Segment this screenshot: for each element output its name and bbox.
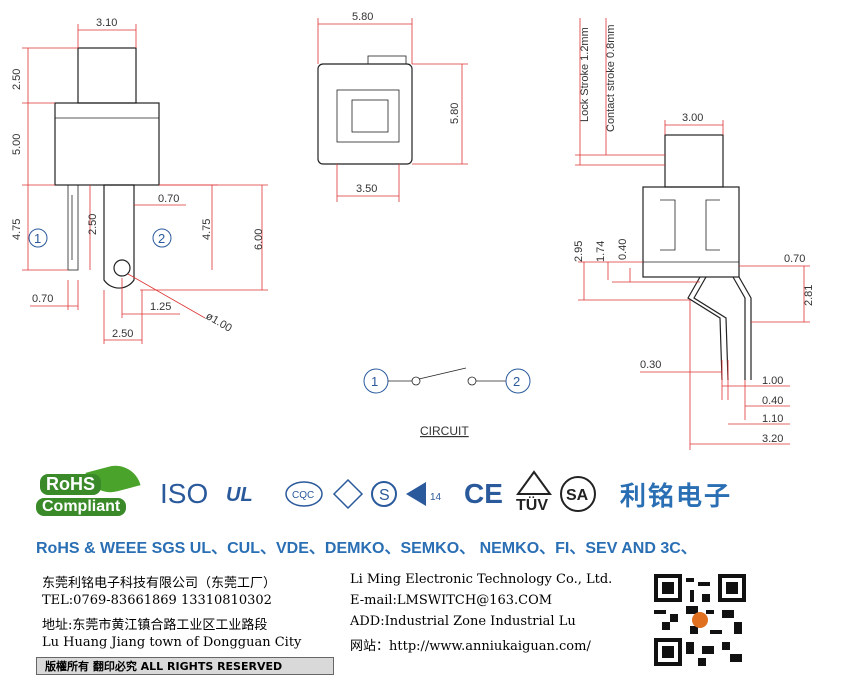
pin-1-label: 1 [34, 231, 41, 246]
dim-040: 0.40 [617, 239, 629, 260]
dim-hole-dia: ø1.00 [204, 310, 234, 334]
ul-logo: UL [226, 484, 253, 506]
dim-pin-h: 2.50 [87, 214, 99, 235]
dim-pin-w: 0.70 [158, 193, 179, 205]
compliant-text: Compliant [36, 498, 127, 516]
dim-pin-gap: 0.70 [32, 293, 53, 305]
dim-top-height: 5.80 [449, 103, 461, 124]
circuit-pin-2-label: 2 [513, 374, 520, 389]
switch-lever [418, 367, 467, 380]
dim-right-h: 4.75 [201, 219, 213, 240]
top-view: 5.80 5.80 3.50 [317, 11, 468, 202]
dim-total-h: 6.00 [253, 229, 265, 250]
circuit-pin-1-label: 1 [371, 374, 378, 389]
csa-icon: SA [560, 476, 596, 512]
dim-h2: 5.00 [11, 134, 23, 155]
lead-bent [687, 276, 723, 381]
certification-logos: RoHS Compliant ISO UL CQC S 14 CE TÜV SA… [30, 456, 830, 526]
top-window [336, 89, 400, 143]
company-addr-en1: ADD:Industrial Zone Industrial Lu [350, 614, 576, 629]
company-web: 网站：http://www.anniukaiguan.com/ [350, 639, 591, 654]
technical-drawing: 3.10 2.50 5.00 4.75 2.50 0.70 4.75 6.00 … [11, 11, 815, 450]
pin-1 [67, 184, 79, 271]
dim-inner-width: 3.50 [356, 183, 377, 195]
dim-pin-span: 2.50 [112, 328, 133, 340]
svg-text:S: S [379, 487, 390, 504]
tuv-icon: TÜV [516, 470, 552, 514]
vde-icon [332, 478, 364, 510]
dim-070: 0.70 [784, 253, 805, 265]
s-mark-icon: S [371, 481, 397, 507]
dim-110: 1.10 [762, 413, 783, 425]
svg-text:CQC: CQC [292, 490, 314, 501]
company-addr-cn: 地址:东莞市黄江镇合路工业区工业路段 [42, 618, 268, 633]
dim-h3: 4.75 [11, 219, 23, 240]
right-actuator [664, 134, 724, 188]
actuator [77, 47, 137, 104]
side-view-right: Lock Stroke 1.2mm Contact stroke 0.8mm 3… [573, 18, 815, 450]
company-addr-en2: Lu Huang Jiang town of Dongguan City [42, 635, 302, 650]
rohs-logo: RoHS Compliant [36, 459, 158, 520]
dim-actuator-w: 3.00 [682, 112, 703, 124]
svg-text:TÜV: TÜV [516, 495, 548, 514]
rohs-text: RoHS [40, 474, 101, 495]
svg-text:SA: SA [566, 487, 589, 504]
dim-top-width: 3.10 [96, 17, 117, 29]
right-body [642, 186, 740, 278]
company-tel: TEL:0769-83661869 13310810302 [42, 593, 272, 608]
mount-hole [113, 259, 131, 277]
dim-100: 1.00 [762, 375, 783, 387]
body [54, 102, 160, 186]
brand-name: 利铭电子 [620, 482, 733, 512]
iso-logo: ISO [160, 478, 209, 509]
circuit-label: CIRCUIT [420, 424, 469, 438]
dim-030: 0.30 [640, 359, 661, 371]
dim-040b: 0.40 [762, 395, 783, 407]
company-name-en: Li Ming Electronic Technology Co., Ltd. [350, 572, 613, 587]
demko-icon: 14 [406, 482, 442, 506]
qr-code-icon [654, 574, 746, 666]
contact-stroke: Contact stroke 0.8mm [605, 24, 617, 132]
dim-295: 2.95 [573, 241, 585, 262]
standards-line: RoHS & WEEE SGS UL、CUL、VDE、DEMKO、SEMKO、 … [36, 540, 697, 557]
top-body [317, 63, 413, 165]
cqc-icon: CQC [285, 481, 323, 507]
dim-320: 3.20 [762, 433, 783, 445]
dim-174: 1.74 [595, 241, 607, 262]
pin-2-label: 2 [158, 231, 165, 246]
dim-top-width: 5.80 [352, 11, 373, 23]
lock-stroke: Lock Stroke 1.2mm [579, 27, 591, 122]
pin-2-marker [152, 228, 172, 248]
circuit-pin-2 [505, 368, 531, 394]
circuit-diagram: 1 2 CIRCUIT [363, 367, 531, 438]
dim-hole-pos: 1.25 [150, 301, 171, 313]
company-email: E-mail:LMSWITCH@163.COM [350, 593, 553, 608]
ce-logo: CE [464, 478, 503, 509]
dim-281: 2.81 [803, 285, 815, 306]
svg-text:14: 14 [430, 492, 442, 503]
side-view-left: 3.10 2.50 5.00 4.75 2.50 0.70 4.75 6.00 … [11, 17, 268, 344]
dim-h1: 2.50 [11, 69, 23, 90]
pin-2 [103, 184, 135, 289]
pin-1-marker [28, 228, 48, 248]
company-name-cn: 东莞利铭电子科技有限公司（东莞工厂） [42, 576, 277, 591]
rights-banner: 版權所有 翻印必究 ALL RIGHTS RESERVED [36, 657, 334, 675]
